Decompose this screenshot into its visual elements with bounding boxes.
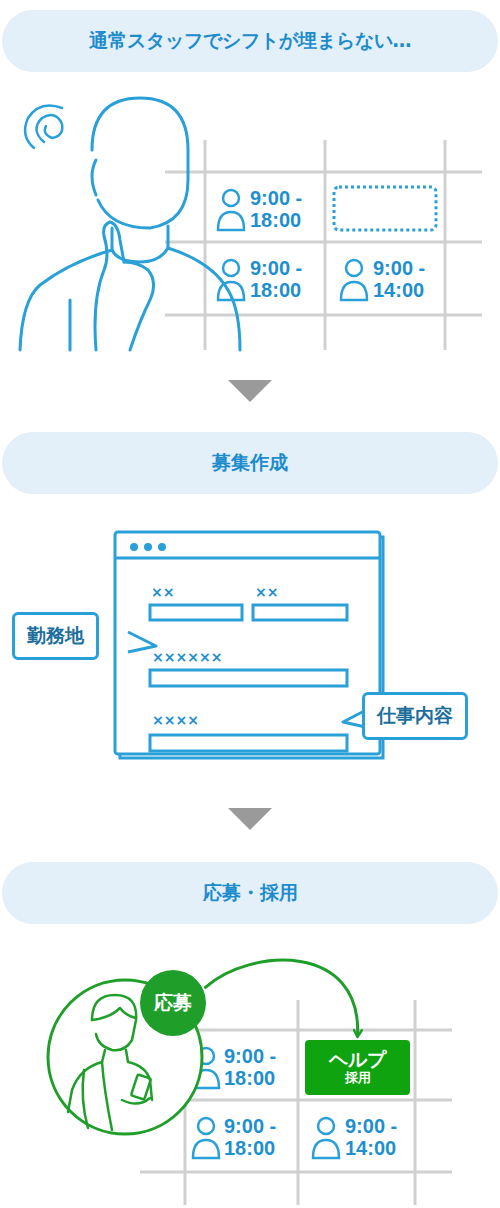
node-label: ヘルプ [329, 1049, 386, 1070]
node-sublabel: 採用 [345, 1070, 371, 1086]
flow-arrow [228, 808, 272, 830]
node-label: 応募 [154, 990, 192, 1016]
shift-time: 9:00 - 14:00 [373, 257, 437, 301]
callout-box: 勤務地 [12, 612, 99, 660]
shift-grid [165, 140, 482, 350]
apply-badge: 応募 [140, 970, 206, 1036]
step-band: 応募・採用 [2, 862, 498, 924]
node-label: 通常スタッフでシフトが埋まらない… [89, 28, 412, 54]
apply-arrow [205, 960, 357, 1036]
shift-time: 9:00 - 18:00 [250, 257, 314, 301]
callout-box: 仕事内容 [362, 692, 468, 740]
thinking-person [20, 98, 240, 350]
step-band: 募集作成 [2, 432, 498, 494]
node-label: 募集作成 [212, 450, 288, 476]
form-placeholder: ×× [151, 584, 174, 600]
form-placeholder: ×××× [152, 712, 199, 728]
window-dots [130, 543, 166, 551]
form-window [115, 532, 383, 758]
applicant-frame [48, 980, 202, 1134]
empty-shift [334, 187, 436, 230]
shift-time: 9:00 - 18:00 [224, 1115, 288, 1159]
form-placeholder: ×××××× [152, 649, 222, 665]
shift-time: 9:00 - 18:00 [224, 1045, 288, 1089]
step-band: 通常スタッフでシフトが埋まらない… [2, 10, 498, 72]
flow-arrow [228, 380, 272, 402]
applicant-person [68, 995, 152, 1130]
form-placeholder: ×× [255, 584, 278, 600]
callout-tail [128, 632, 156, 652]
help-shift-box: ヘルプ採用 [305, 1040, 410, 1095]
node-label: 応募・採用 [203, 880, 298, 906]
shift-time: 9:00 - 18:00 [250, 187, 314, 231]
node-label: 仕事内容 [377, 703, 453, 729]
shift-time: 9:00 - 14:00 [345, 1115, 409, 1159]
node-label: 勤務地 [27, 623, 84, 649]
